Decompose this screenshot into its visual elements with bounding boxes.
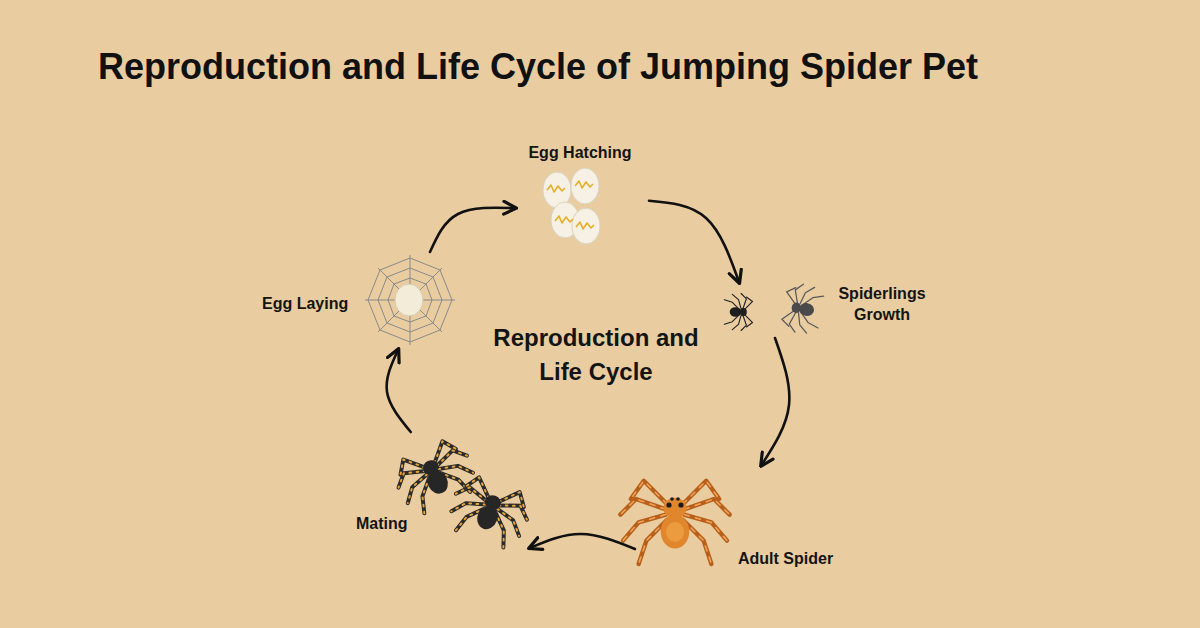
cycle-arrow xyxy=(387,350,411,432)
stage-label: Adult Spider xyxy=(738,549,853,570)
spiderlings-illustration xyxy=(724,282,825,336)
stage-label: Mating xyxy=(356,514,436,535)
egg xyxy=(395,284,423,316)
stage-node: Egg Hatching xyxy=(515,143,649,248)
cycle-arrow xyxy=(430,208,515,252)
cycle-arrow xyxy=(762,338,790,465)
stage-node: Mating xyxy=(352,432,530,554)
stage-node: Egg Laying xyxy=(258,252,458,350)
egg-cracks xyxy=(547,181,594,229)
adult-spider-illustration xyxy=(620,481,729,564)
center-label: Reproduction and Life Cycle xyxy=(490,321,702,388)
stage-label: Egg Hatching xyxy=(515,143,645,164)
stage-node: Spiderlings Growth xyxy=(712,282,937,338)
eggs-illustration xyxy=(543,168,600,244)
web-illustration xyxy=(365,255,455,345)
stage-label: Spiderlings Growth xyxy=(832,284,932,326)
stage-node: Adult Spider xyxy=(635,465,857,577)
stage-label: Egg Laying xyxy=(262,294,362,315)
title: Reproduction and Life Cycle of Jumping S… xyxy=(98,46,978,88)
mating-illustration xyxy=(389,434,535,551)
cycle-arrow xyxy=(649,201,739,282)
cycle-arrow xyxy=(530,534,635,549)
